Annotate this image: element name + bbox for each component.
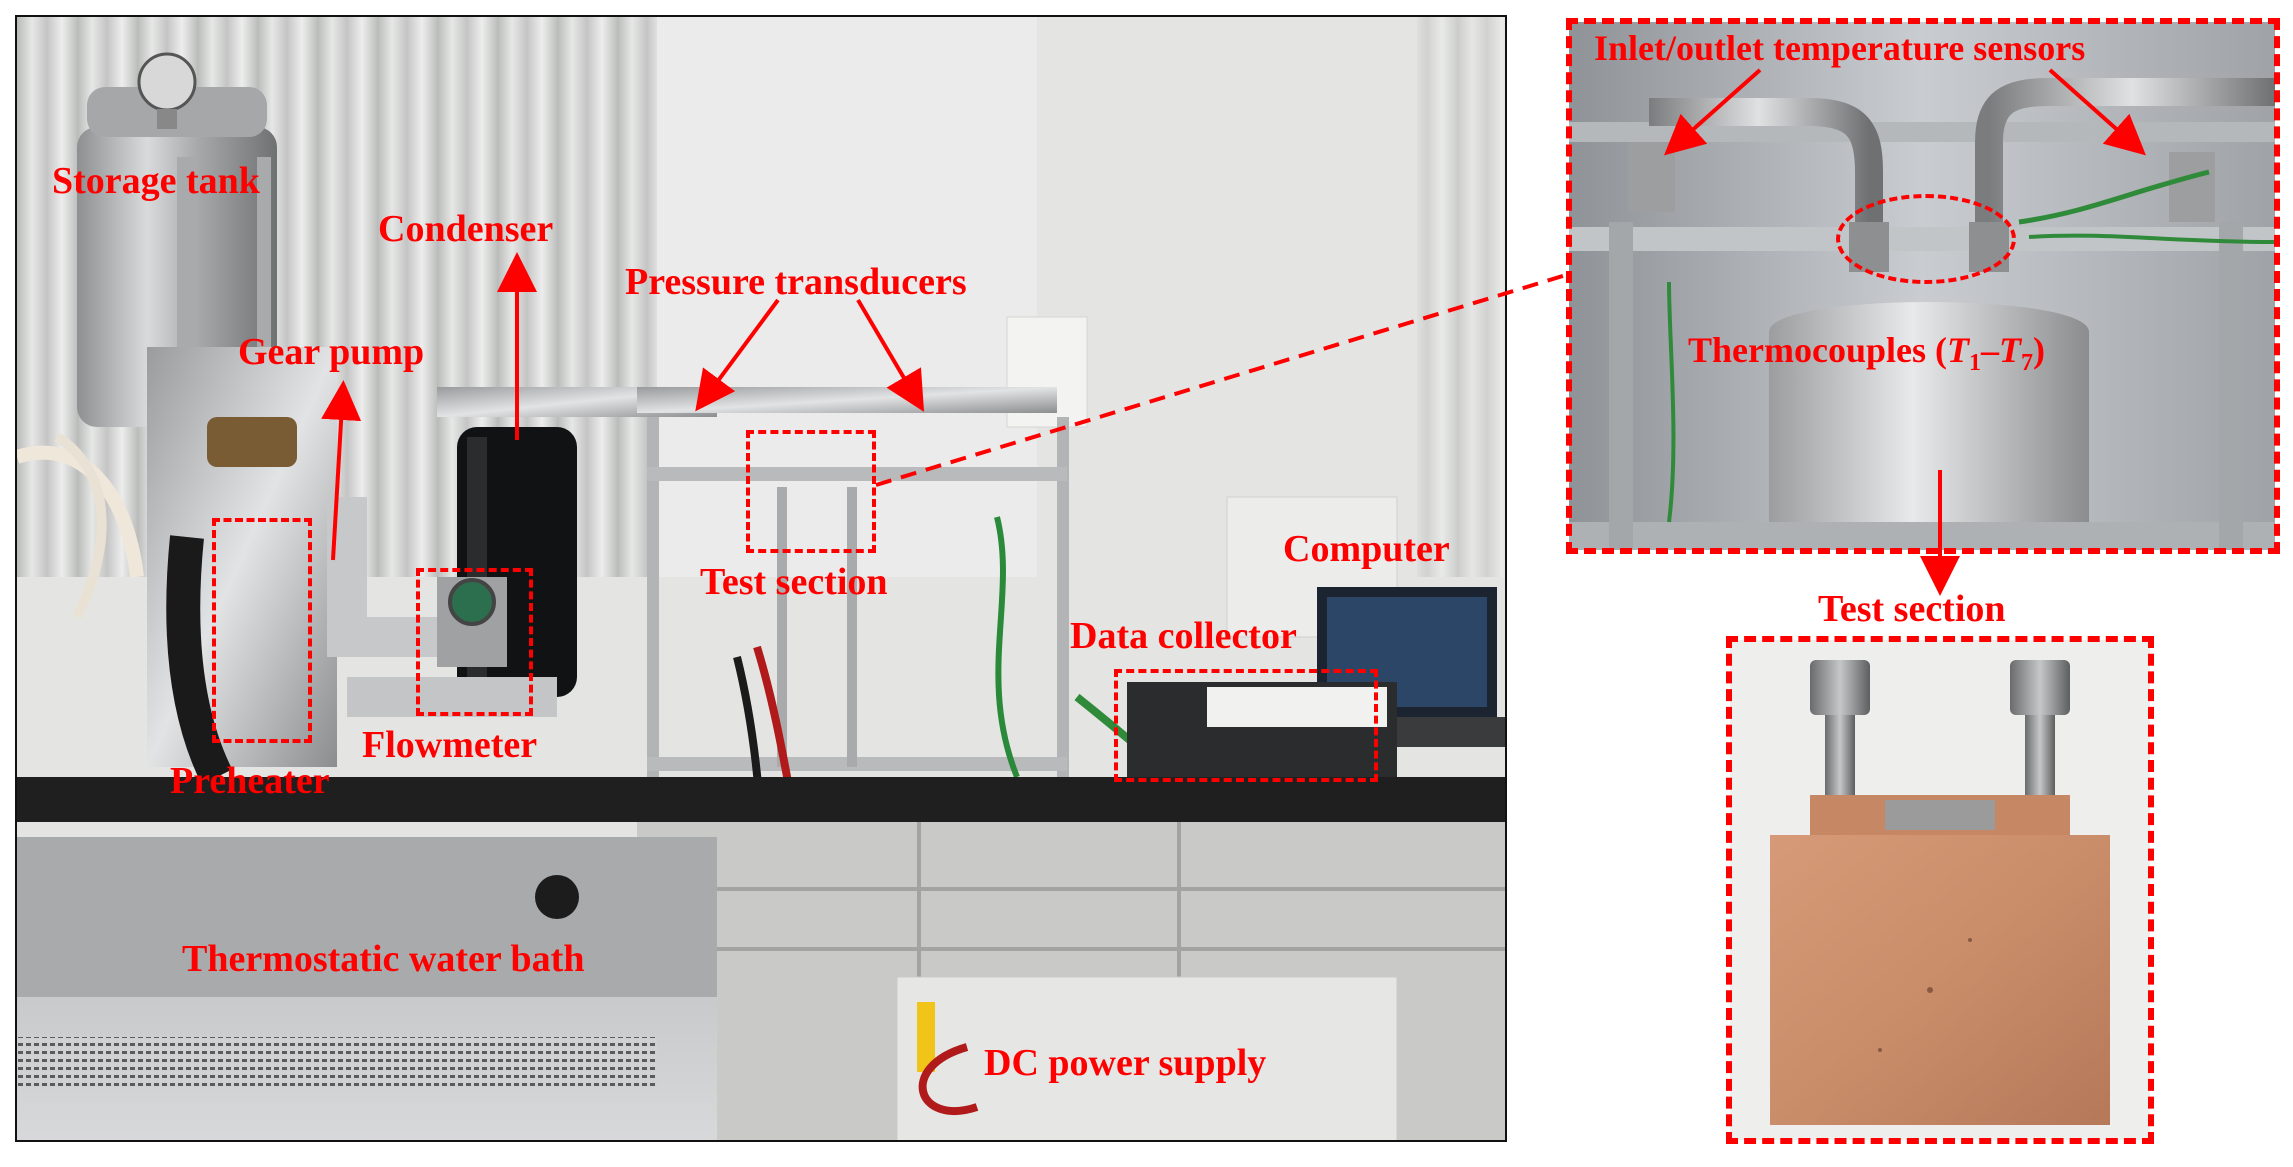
condenser-label: Condenser — [378, 208, 554, 250]
water-bath-label: Thermostatic water bath — [182, 938, 585, 980]
copper-photo — [1730, 640, 2150, 1140]
t-separator: – — [1980, 330, 1999, 370]
preheater-label: Preheater — [170, 760, 330, 802]
preheater-box — [212, 518, 312, 743]
copper-photo-art — [1730, 640, 2150, 1140]
dc-power-label: DC power supply — [984, 1042, 1267, 1084]
thermocouples-suffix: ) — [2032, 330, 2045, 370]
copper-photo-frame — [1726, 636, 2154, 1144]
computer-label: Computer — [1283, 528, 1450, 570]
thermocouples-label: Thermocouples (T1–T7) — [1688, 332, 2045, 375]
thermocouple-ellipse — [1836, 194, 2016, 284]
data-collector-box — [1114, 669, 1378, 782]
detail-photo-frame — [1566, 18, 2280, 554]
thermocouples-prefix: Thermocouples ( — [1688, 330, 1947, 370]
pressure-transducers-label: Pressure transducers — [625, 261, 967, 303]
data-collector-label: Data collector — [1070, 615, 1297, 657]
storage-tank-label: Storage tank — [52, 160, 260, 202]
test-section-detail-label: Test section — [1818, 588, 2006, 630]
test-section-box — [746, 430, 876, 553]
t7-sub: 7 — [2020, 350, 2033, 377]
inlet-outlet-label: Inlet/outlet temperature sensors — [1594, 28, 2086, 68]
t1-var: T — [1946, 330, 1969, 370]
flowmeter-label: Flowmeter — [362, 724, 538, 766]
flowmeter-box — [416, 568, 533, 716]
t1-sub: 1 — [1968, 350, 1981, 377]
t7-var: T — [1998, 330, 2021, 370]
test-section-label: Test section — [700, 561, 888, 603]
gear-pump-label: Gear pump — [238, 331, 425, 373]
